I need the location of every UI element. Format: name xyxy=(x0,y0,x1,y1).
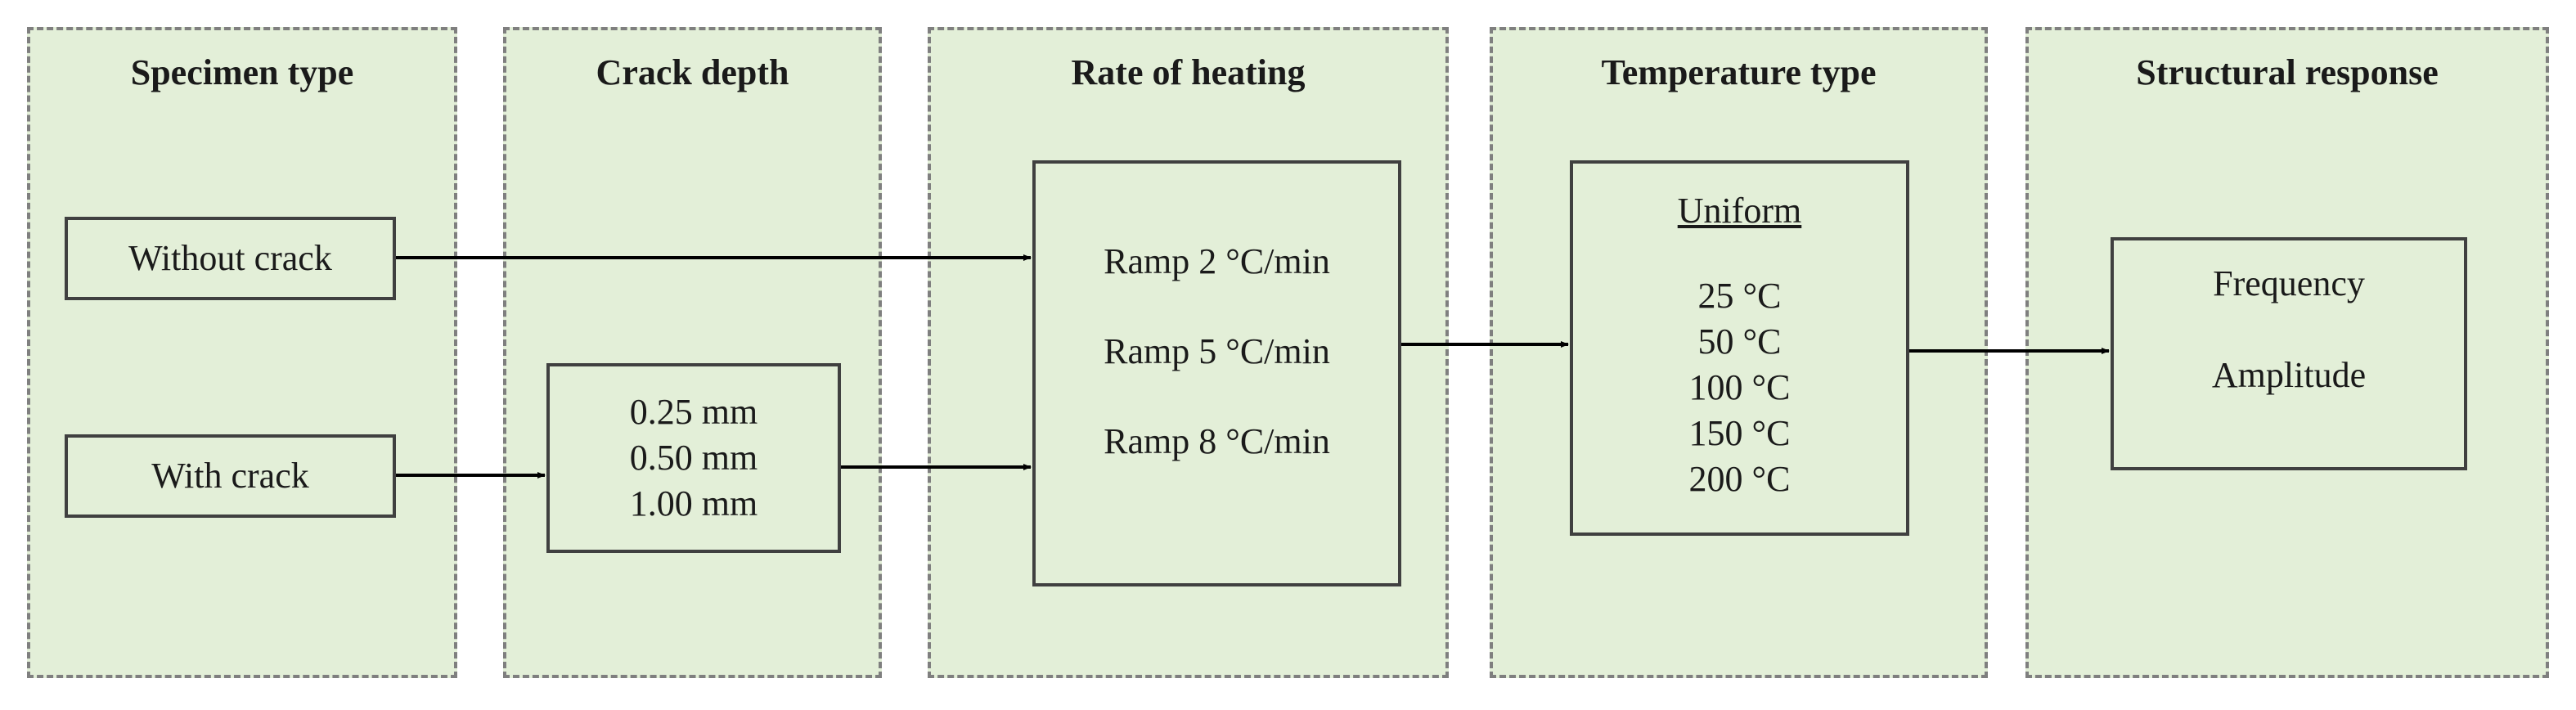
temperature-value: 25 °C xyxy=(1697,276,1782,316)
response-frequency: Frequency xyxy=(2213,263,2365,303)
heating-rate-value: Ramp 2 °C/min xyxy=(1104,241,1330,281)
crack-depth-value: 0.50 mm xyxy=(629,438,758,478)
temperature-value: 150 °C xyxy=(1688,413,1791,453)
crack-depth-value: 0.25 mm xyxy=(629,392,758,432)
heating-rate-value: Ramp 5 °C/min xyxy=(1104,331,1330,371)
crack-depth-panel: Crack depth xyxy=(503,27,882,678)
temperature-value: 100 °C xyxy=(1688,367,1791,407)
rate-of-heating-title: Rate of heating xyxy=(1071,52,1306,92)
temperature-box: Uniform 25 °C 50 °C 100 °C 150 °C 200 °C xyxy=(1570,160,1909,536)
heating-rate-value: Ramp 8 °C/min xyxy=(1104,421,1330,461)
structural-response-box: Frequency Amplitude xyxy=(2111,237,2467,470)
heating-rate-box: Ramp 2 °C/min Ramp 5 °C/min Ramp 8 °C/mi… xyxy=(1032,160,1401,586)
specimen-type-panel: Specimen type xyxy=(27,27,457,678)
with-crack-box: With crack xyxy=(65,434,396,518)
crack-depth-title: Crack depth xyxy=(596,52,789,92)
with-crack-label: With crack xyxy=(151,456,309,496)
uniform-heading: Uniform xyxy=(1677,191,1802,231)
specimen-type-title: Specimen type xyxy=(130,52,354,92)
temperature-value: 50 °C xyxy=(1697,321,1782,362)
crack-depth-box: 0.25 mm 0.50 mm 1.00 mm xyxy=(546,363,841,553)
crack-depth-value: 1.00 mm xyxy=(629,483,758,524)
temperature-value: 200 °C xyxy=(1688,459,1791,499)
temperature-type-title: Temperature type xyxy=(1601,52,1877,92)
structural-response-title: Structural response xyxy=(2136,52,2439,92)
without-crack-box: Without crack xyxy=(65,217,396,300)
response-amplitude: Amplitude xyxy=(2211,355,2367,395)
without-crack-label: Without crack xyxy=(128,238,332,278)
